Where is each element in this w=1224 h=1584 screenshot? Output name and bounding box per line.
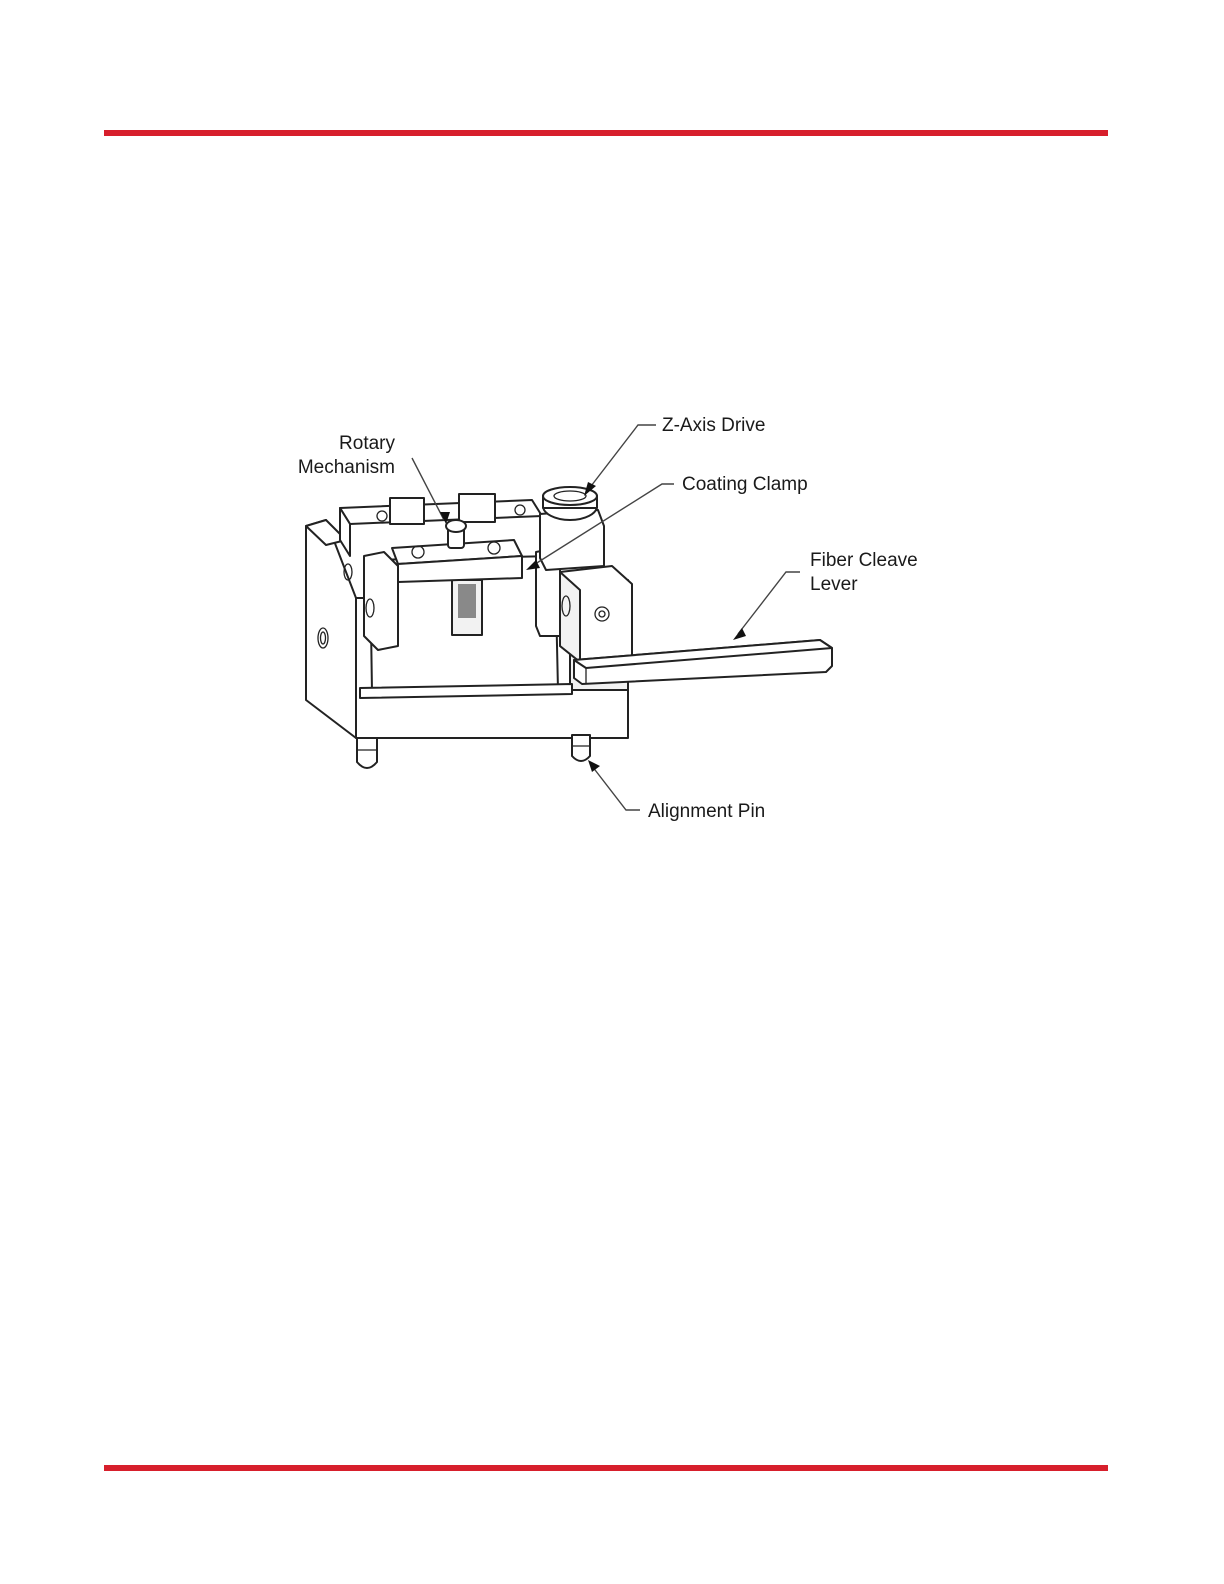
callout-coating-clamp: Coating Clamp (682, 474, 808, 495)
main-housing (340, 494, 572, 698)
callout-fiber-line1: Fiber Cleave (810, 550, 918, 571)
callout-rotary-line1: Rotary (339, 433, 395, 454)
alignment-pins (357, 735, 590, 768)
z-axis-tower (540, 487, 604, 570)
callout-z-axis-drive: Z-Axis Drive (662, 415, 765, 436)
callout-alignment-pin: Alignment Pin (648, 801, 765, 822)
callout-rotary-line2: Mechanism (298, 457, 395, 478)
callout-fiber-line2: Lever (810, 574, 858, 595)
cleave-block (560, 566, 632, 662)
footer-rule (104, 1465, 1108, 1471)
